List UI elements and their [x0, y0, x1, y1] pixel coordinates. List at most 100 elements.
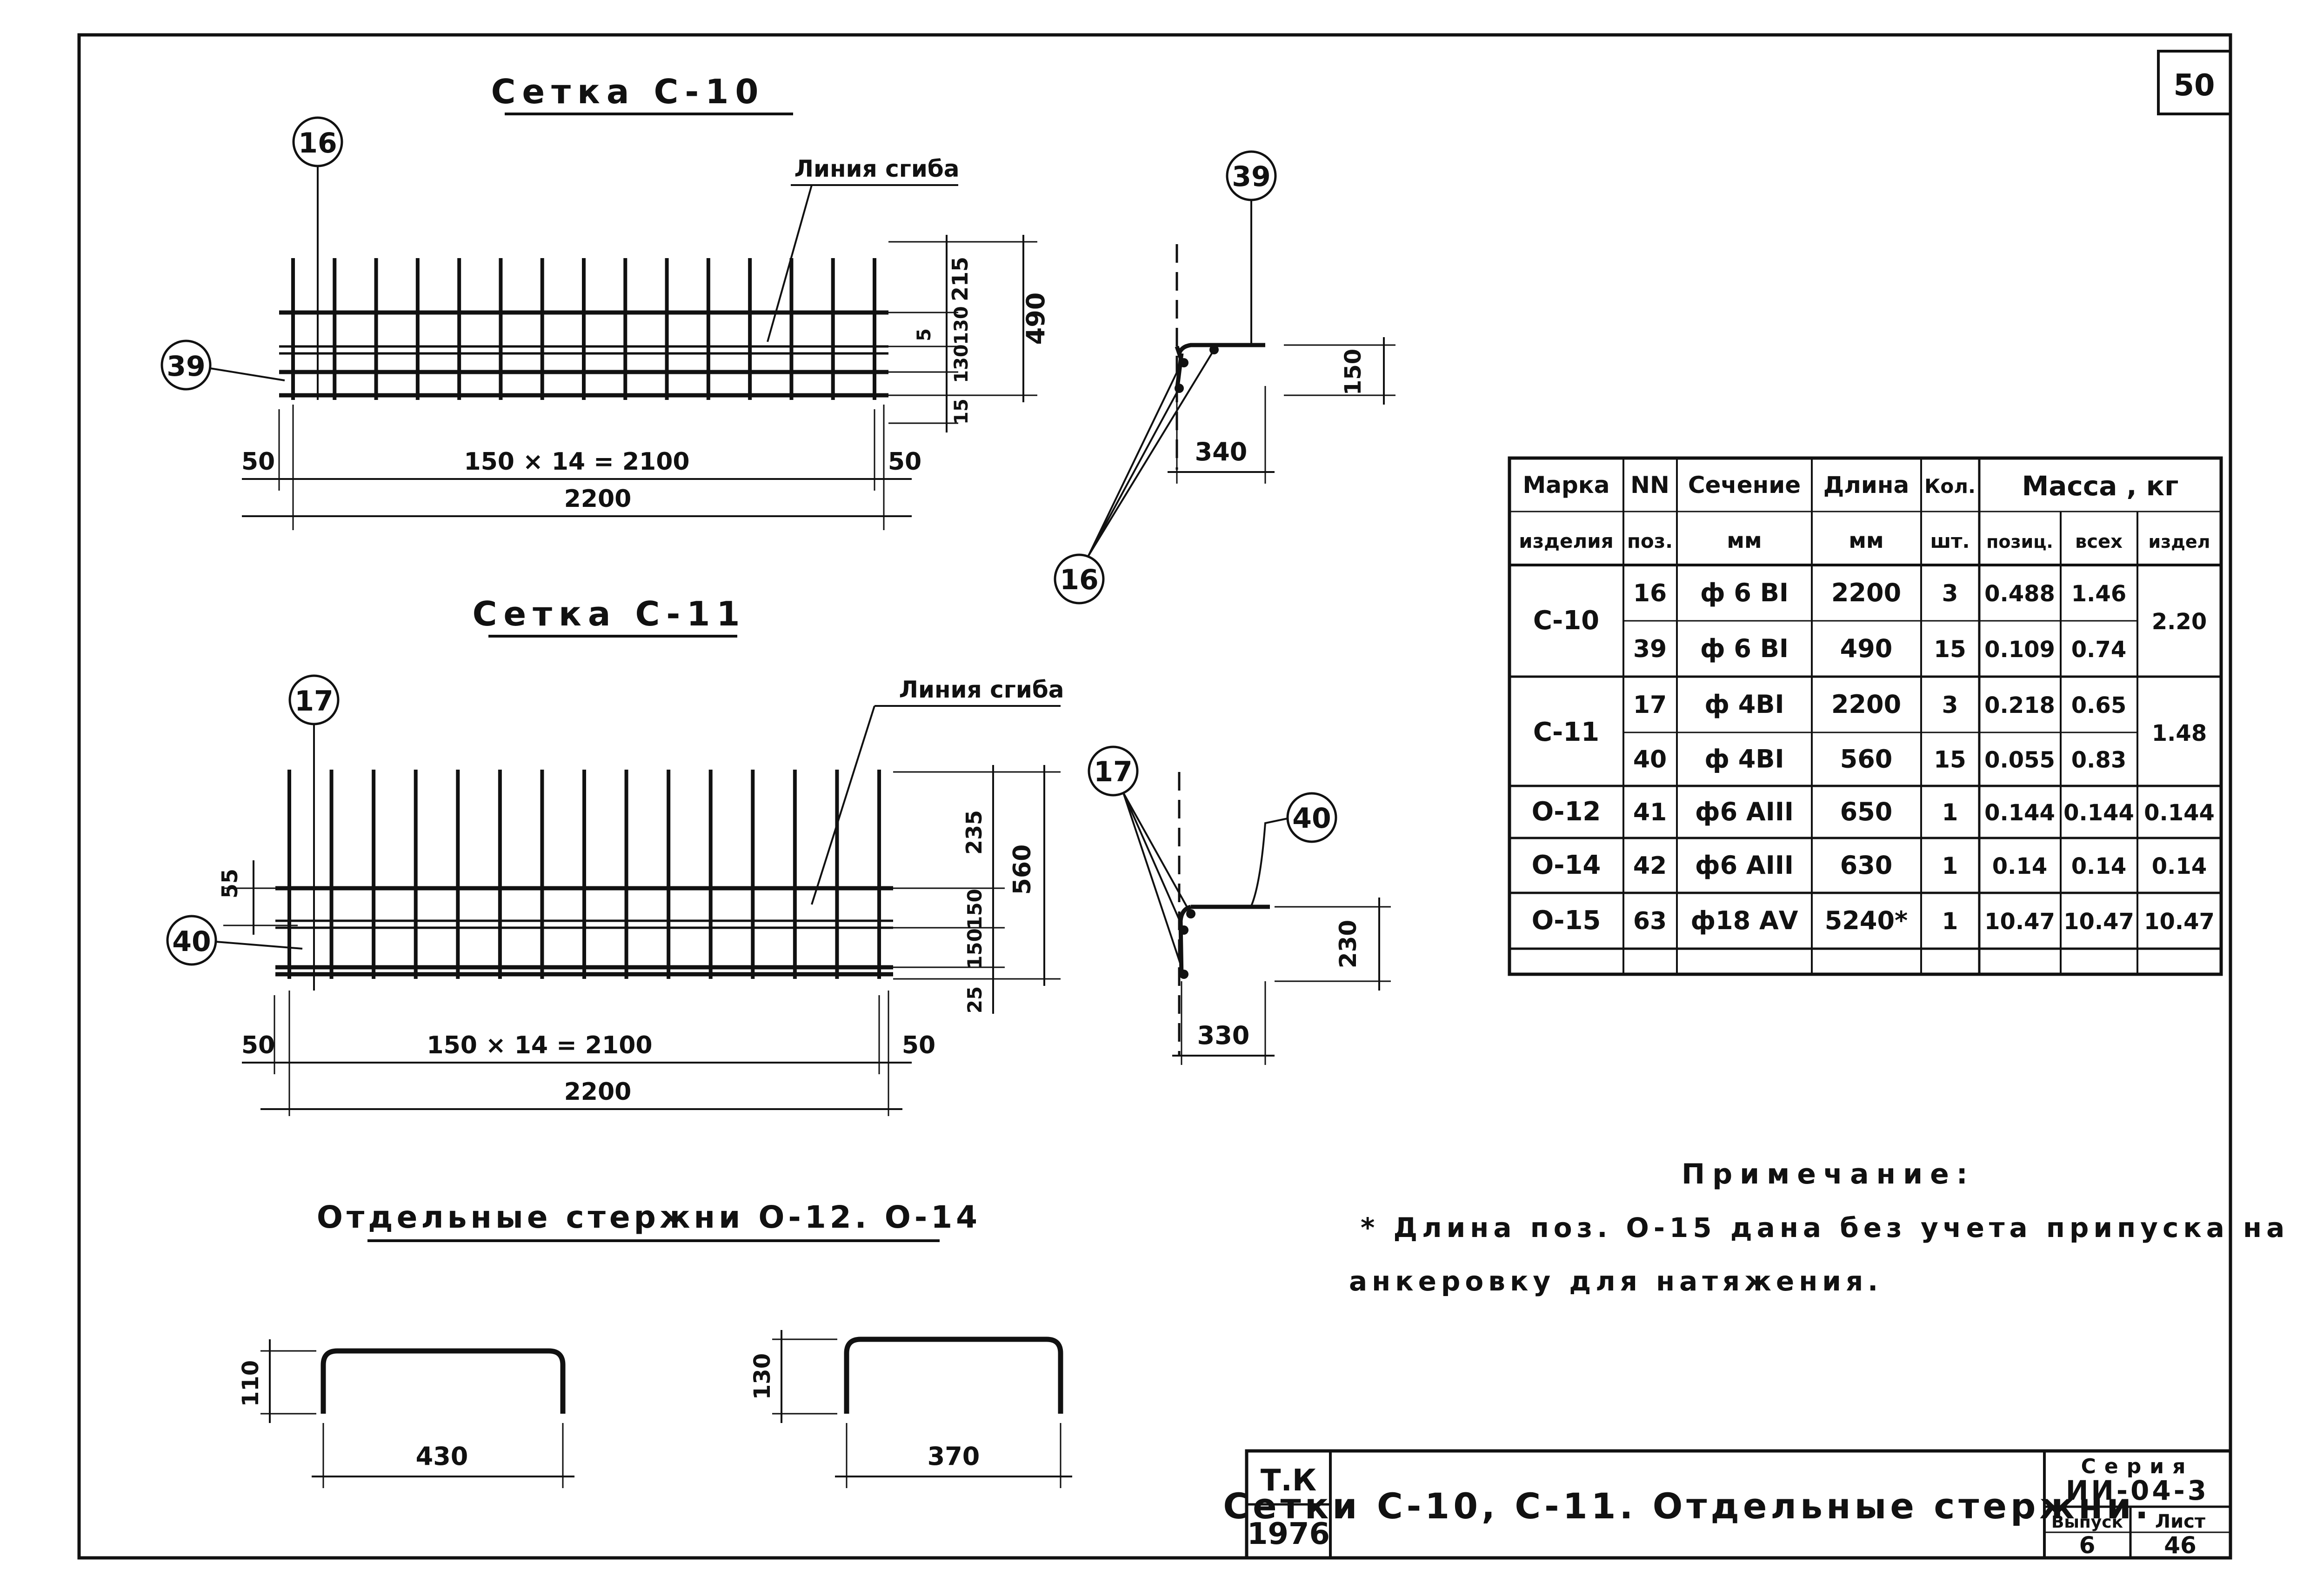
mesh-c10-height-dims: 215 5 130 130 15 490	[888, 235, 1050, 432]
svg-text:215: 215	[948, 257, 973, 301]
row-mass-all: 0.144	[2063, 800, 2134, 826]
row-mark: С-10	[1533, 605, 1599, 636]
svg-text:2200: 2200	[564, 485, 632, 513]
row-length: 5240*	[1825, 906, 1908, 935]
callout-17: 17	[288, 674, 340, 991]
row-mass-item: 2.20	[2152, 609, 2207, 635]
row-pos: 63	[1633, 907, 1667, 935]
row-qty: 3	[1942, 580, 1958, 607]
header-mass-all: всех	[2075, 531, 2123, 552]
svg-text:130: 130	[951, 344, 972, 383]
page-number-box: 50	[2157, 50, 2232, 115]
header-length: Длина	[1823, 472, 1909, 499]
row-section: ф 4ВI	[1704, 690, 1784, 719]
callout-40: 40	[166, 915, 303, 966]
svg-text:39: 39	[1232, 160, 1271, 193]
svg-text:490: 490	[1021, 293, 1050, 345]
page-number: 50	[2173, 68, 2215, 103]
series-value: ИИ-04-3	[2066, 1475, 2209, 1506]
svg-text:330: 330	[1197, 1021, 1250, 1050]
svg-text:40: 40	[172, 925, 211, 958]
row-qty: 15	[1934, 636, 1966, 663]
svg-text:150 × 14 = 2100: 150 × 14 = 2100	[427, 1031, 652, 1059]
row-mark: О-15	[1532, 905, 1601, 936]
row-section: ф6 АIII	[1695, 851, 1794, 880]
row-mass-pos: 0.109	[1984, 637, 2055, 663]
svg-text:130: 130	[749, 1353, 775, 1400]
header-section-sub: мм	[1727, 528, 1762, 553]
note-line-2: анкеровку для натяжения.	[1349, 1265, 1883, 1297]
drawing-title: Сетки С-10, С-11. Отдельные стержни.	[1223, 1485, 2152, 1527]
mesh-c11-bars	[275, 770, 893, 979]
row-qty: 1	[1942, 852, 1958, 879]
row-pos: 41	[1633, 798, 1667, 826]
header-mass-item: издел	[2149, 532, 2210, 552]
svg-text:50: 50	[241, 1031, 275, 1059]
header-mass: Масса , кг	[2022, 470, 2179, 502]
svg-text:110: 110	[238, 1360, 264, 1407]
row-length: 2200	[1831, 578, 1901, 607]
row-mass-item: 0.14	[2152, 853, 2207, 879]
row-section: ф 6 ВI	[1700, 634, 1789, 663]
sheet-value: 46	[2164, 1532, 2197, 1559]
bend-line-label-c10: Линия сгиба	[794, 155, 959, 182]
series-label: Серия	[2081, 1455, 2194, 1478]
callout-16-section: 16	[1054, 349, 1215, 605]
sheet-frame	[77, 33, 2232, 1560]
callout-40-section: 40	[1250, 792, 1337, 906]
mesh-c11: Сетка С-11 17 40 Линия сгиба 55	[166, 594, 1064, 1116]
row-mass-all: 0.83	[2071, 747, 2126, 773]
mesh-c11-width-dims: 50 150 × 14 = 2100 50 2200	[241, 991, 935, 1116]
row-mass-pos: 0.218	[1984, 692, 2055, 718]
row-pos: 39	[1633, 635, 1667, 663]
section-c11: 17 40 230 330	[1088, 745, 1391, 1065]
row-mass-pos: 0.14	[1992, 853, 2047, 879]
row-length: 630	[1840, 851, 1893, 880]
svg-text:17: 17	[1094, 756, 1133, 788]
sheet-label: Лист	[2155, 1511, 2206, 1532]
svg-text:130: 130	[951, 306, 972, 345]
row-mass-all: 10.47	[2063, 909, 2134, 935]
header-pos: NN	[1630, 472, 1669, 499]
svg-text:39: 39	[167, 350, 206, 383]
header-qty: Кол.	[1924, 475, 1976, 498]
row-mass-pos: 0.488	[1984, 581, 2055, 607]
header-pos-sub: поз.	[1627, 530, 1673, 552]
bar-o12: 110 430	[238, 1339, 574, 1488]
svg-text:50: 50	[888, 448, 921, 476]
row-length: 2200	[1831, 690, 1901, 719]
issue-value: 6	[2079, 1532, 2096, 1559]
header-section: Сечение	[1688, 472, 1801, 499]
row-section: ф 4ВI	[1704, 745, 1784, 774]
svg-text:2200: 2200	[564, 1078, 632, 1106]
separate-bars-title: Отдельные стержни О-12. О-14	[317, 1199, 981, 1235]
row-mark: О-14	[1532, 850, 1601, 880]
row-mass-item: 1.48	[2152, 720, 2207, 746]
svg-text:5: 5	[914, 328, 935, 341]
separate-bars: Отдельные стержни О-12. О-14 110 430 130…	[238, 1199, 1072, 1488]
mesh-c10-title: Сетка С-10	[491, 72, 765, 111]
callout-39: 39	[160, 339, 285, 391]
svg-text:560: 560	[1008, 845, 1036, 895]
svg-text:150: 150	[963, 889, 986, 930]
svg-text:55: 55	[217, 869, 242, 898]
note: Примечание: * Длина поз. О-15 дана без у…	[1349, 1158, 2289, 1297]
note-line-1: * Длина поз. О-15 дана без учета припуск…	[1361, 1212, 2289, 1244]
bend-line-label-c11: Линия сгиба	[899, 676, 1064, 703]
svg-text:40: 40	[1292, 802, 1331, 835]
row-mass-all: 0.14	[2071, 853, 2126, 879]
row-mass-all: 1.46	[2071, 581, 2126, 607]
bar-o14: 130 370	[749, 1330, 1072, 1488]
header-mark-sub: изделия	[1519, 530, 1613, 552]
row-mass-item: 10.47	[2144, 909, 2215, 935]
mesh-c10-bars	[279, 258, 888, 400]
svg-text:25: 25	[963, 986, 986, 1013]
row-mass-all: 0.74	[2071, 637, 2126, 663]
svg-text:50: 50	[241, 448, 275, 476]
row-mass-pos: 10.47	[1984, 909, 2055, 935]
mesh-c11-title: Сетка С-11	[473, 594, 747, 633]
specification-table: МаркаизделияNNпоз.СечениеммДлинаммКол.шт…	[1508, 456, 2223, 976]
svg-text:370: 370	[928, 1442, 980, 1471]
header-mark: Марка	[1523, 472, 1610, 499]
row-mark: О-12	[1532, 797, 1601, 827]
